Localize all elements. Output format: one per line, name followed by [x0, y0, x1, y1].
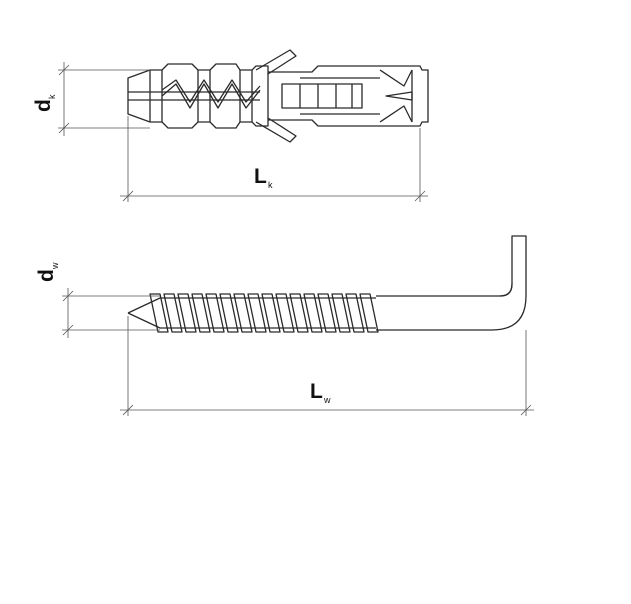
thread-turn [261, 293, 281, 333]
wall-plug-wing-top [255, 49, 297, 75]
thread-turn [205, 293, 225, 333]
thread-turn [191, 293, 211, 333]
wall-plug-dimensions [58, 62, 428, 202]
thread-turn [303, 293, 323, 333]
wall-plug-zigzag [161, 83, 261, 109]
thread-turn [163, 293, 183, 333]
thread-turn [275, 293, 295, 333]
label-dk-main: d [32, 99, 55, 112]
thread-turn [233, 293, 253, 333]
hook-screw-dimensions [62, 288, 534, 416]
label-lk-sub: k [268, 180, 273, 190]
wall-plug [127, 49, 429, 143]
hook-screw [127, 235, 527, 333]
label-lk-main: L [254, 165, 267, 188]
thread-turn [331, 293, 351, 333]
thread-turn [359, 293, 379, 333]
label-dw-sub: w [50, 262, 60, 270]
thread-turn [289, 293, 309, 333]
label-lw-main: L [310, 380, 323, 403]
thread-turn [317, 293, 337, 333]
hook-screw-tip [127, 297, 376, 329]
thread-turn [247, 293, 267, 333]
thread-turn [177, 293, 197, 333]
thread-turn [149, 293, 169, 333]
label-dw-main: d [35, 269, 58, 282]
thread-turn [219, 293, 239, 333]
hook-screw-threads [149, 293, 379, 333]
hook-screw-shank [376, 235, 527, 331]
thread-turn [345, 293, 365, 333]
wall-plug-outline [127, 63, 429, 129]
wall-plug-wing-bottom [255, 117, 297, 143]
label-dk-sub: k [47, 94, 57, 99]
label-lw-sub: w [323, 395, 331, 405]
